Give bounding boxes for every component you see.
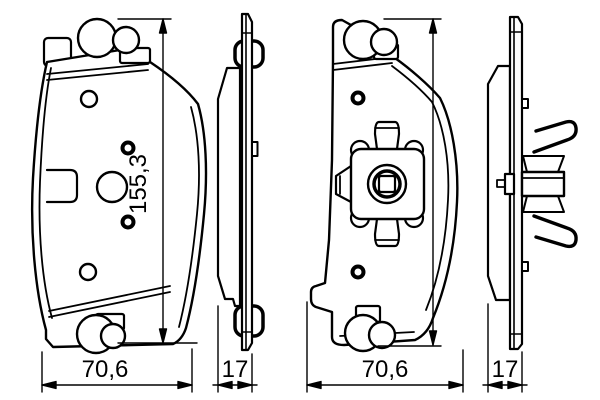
damper-flare-top xyxy=(522,155,565,173)
backplate-cap-lines xyxy=(509,31,523,335)
bottom-lug-ball-small xyxy=(367,320,397,350)
front-view-inner-pad: 70,6 xyxy=(306,18,464,393)
damper-body xyxy=(520,170,566,198)
rivet-top xyxy=(350,90,366,106)
friction-edge-top xyxy=(46,63,149,81)
damper-pin-boss xyxy=(503,172,516,196)
damper-plate xyxy=(349,147,426,221)
rivet-bottom xyxy=(120,214,136,230)
top-lug-ball-small xyxy=(369,27,399,57)
hole-center xyxy=(95,170,129,204)
arrow-right-icon xyxy=(237,380,253,390)
arrow-left-icon xyxy=(306,380,322,390)
arrow-up-icon xyxy=(158,18,168,34)
thickness-dimension: 17 xyxy=(482,303,528,393)
backplate-profile xyxy=(508,15,524,351)
width-dimension-label-left-pad: 70,6 xyxy=(82,356,129,383)
damper-flare-bottom xyxy=(522,195,565,213)
arrow-down-icon xyxy=(428,330,438,346)
spring-clip-bottom xyxy=(532,214,578,249)
damper-circles xyxy=(366,163,408,205)
damper-side-profile xyxy=(496,155,566,213)
backplate-tab-top xyxy=(521,98,529,109)
height-dimension-label: 155,3 xyxy=(125,154,152,214)
side-view-inner-pad: 17 xyxy=(482,15,578,393)
wear-notch xyxy=(45,168,79,204)
width-dimension: 70,6 xyxy=(306,301,464,393)
backplate-cap-lines xyxy=(241,32,253,333)
friction-edge-right xyxy=(391,65,450,311)
backplate-profile xyxy=(240,12,254,352)
arrow-right-icon xyxy=(448,380,464,390)
rivet-bottom xyxy=(350,264,366,280)
damper-left-arm xyxy=(334,164,353,204)
spring-clip-top xyxy=(532,119,578,154)
damper-ring-outer xyxy=(366,163,408,205)
thickness-dimension-label-left: 17 xyxy=(222,356,249,383)
damper-ring-inner xyxy=(372,169,402,199)
arrow-right-icon xyxy=(177,380,193,390)
bottom-lug-ball-small xyxy=(99,322,127,350)
top-lug-ball-large xyxy=(76,17,118,59)
rivet-top xyxy=(120,140,136,156)
width-dimension: 70,6 xyxy=(41,348,193,393)
front-view-outer-pad: 155,3 70,6 xyxy=(30,17,208,393)
damper-top-stem xyxy=(373,120,401,151)
friction-edge-bottom xyxy=(48,285,171,318)
arrow-left-icon xyxy=(217,380,233,390)
thickness-dimension-label-right: 17 xyxy=(492,356,519,383)
side-view-outer-pad: 17 xyxy=(212,12,265,393)
mounting-holes xyxy=(78,89,136,282)
damper-square-hole xyxy=(377,174,397,194)
friction-block-profile xyxy=(216,66,242,308)
damper-bottom-stem xyxy=(373,217,401,248)
arrow-up-icon xyxy=(428,18,438,34)
backplate-tab xyxy=(251,141,259,157)
width-dimension-label-right-pad: 70,6 xyxy=(362,356,409,383)
backplate-tab-bottom xyxy=(521,261,529,272)
height-dimension: 155,3 xyxy=(117,18,198,344)
arrow-right-icon xyxy=(507,380,523,390)
thickness-dimension: 17 xyxy=(212,305,258,393)
arrow-left-icon xyxy=(487,380,503,390)
damper-weight xyxy=(334,120,426,248)
hole-bottom xyxy=(78,262,98,282)
friction-edge-left xyxy=(38,67,53,319)
hole-top xyxy=(79,89,99,109)
arrow-left-icon xyxy=(41,380,57,390)
unlabeled-height-dimension xyxy=(377,18,442,347)
top-lug-ball-small xyxy=(111,25,141,55)
arrow-down-icon xyxy=(158,328,168,344)
friction-edge-right xyxy=(178,106,200,328)
